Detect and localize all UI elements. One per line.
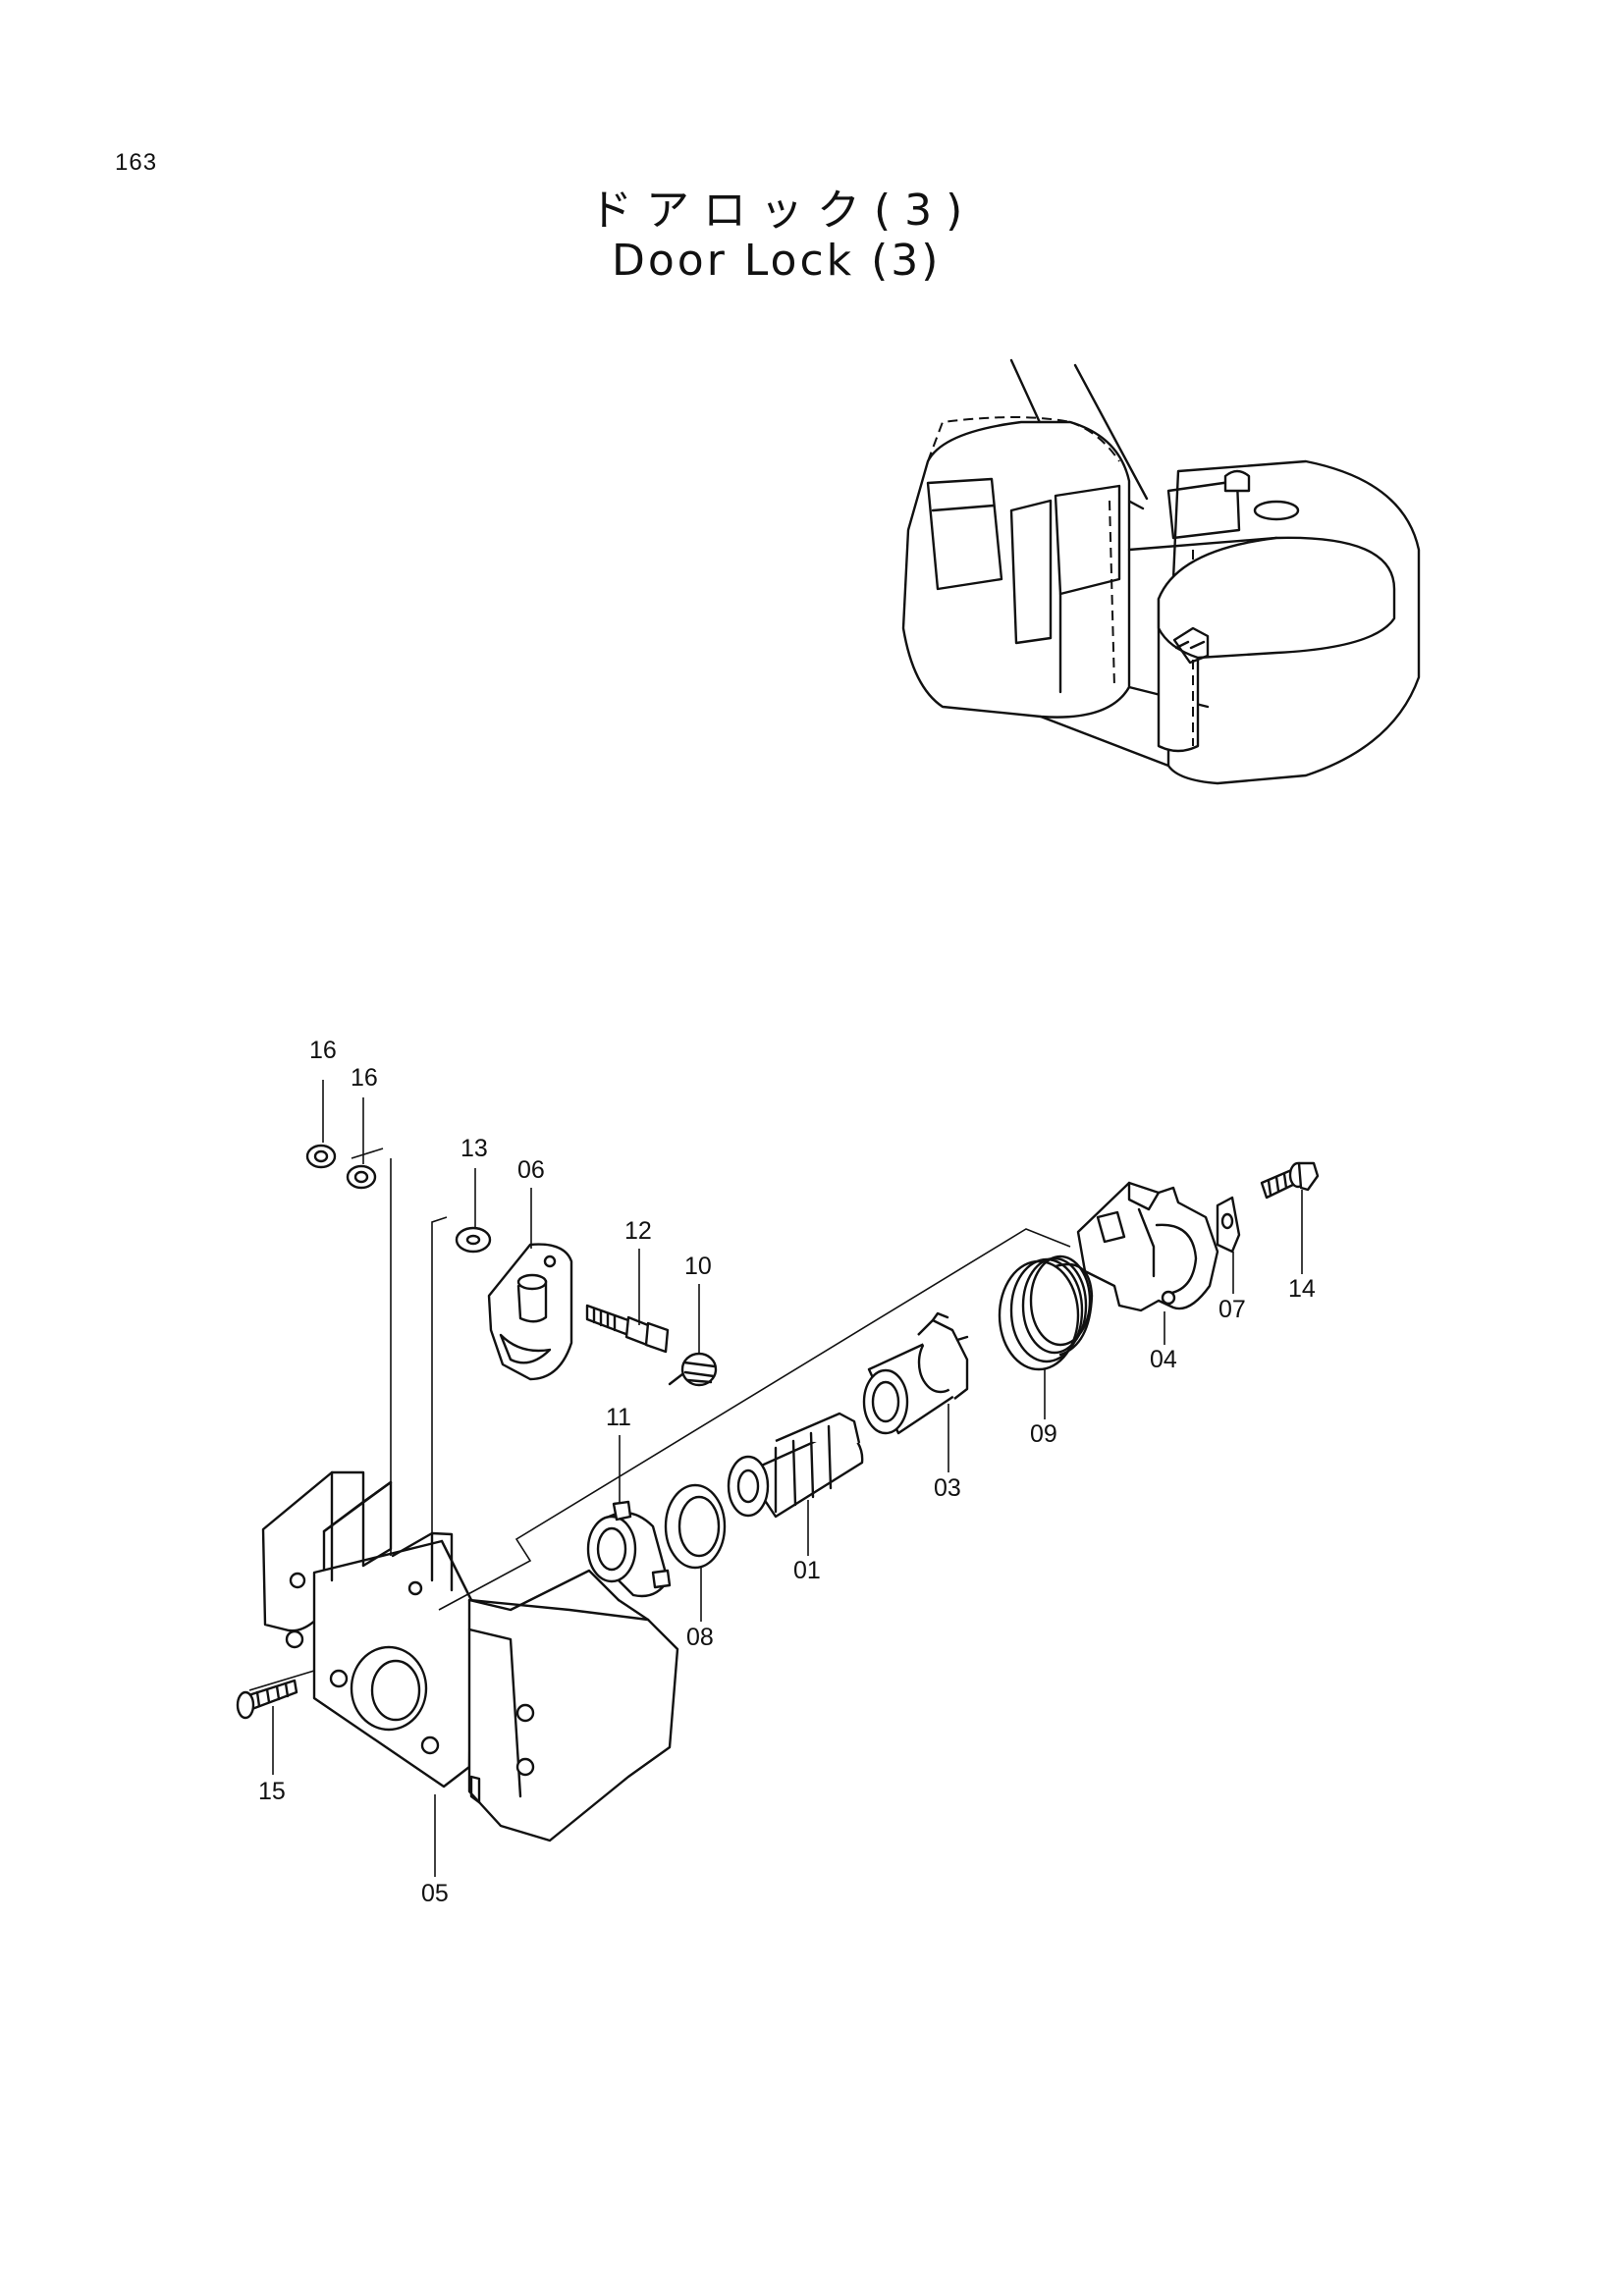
bushing-03 [862, 1311, 969, 1472]
washer-13 [455, 1168, 492, 1254]
nut-16-a [305, 1144, 337, 1169]
callout-05: 05 [421, 1880, 449, 1907]
title-japanese: ドアロック(3) [589, 186, 977, 236]
page-number: 163 [115, 149, 158, 176]
callout-10: 10 [684, 1253, 712, 1280]
callout-04: 04 [1150, 1346, 1177, 1373]
callout-16-a: 16 [309, 1037, 337, 1064]
screw-15 [236, 1679, 298, 1775]
bolt-14 [1260, 1161, 1320, 1274]
callout-16-b: 16 [351, 1064, 378, 1092]
nut-16-b [346, 1164, 377, 1190]
spring-10 [668, 1284, 718, 1387]
callout-03: 03 [934, 1474, 961, 1502]
excavator-overview-illustration [901, 358, 1421, 785]
cam-06 [487, 1188, 573, 1381]
callout-13: 13 [460, 1135, 488, 1162]
callout-09: 09 [1030, 1420, 1057, 1448]
cover-04 [1076, 1181, 1219, 1345]
ring-08 [664, 1483, 727, 1622]
callout-07: 07 [1218, 1296, 1246, 1323]
callout-01: 01 [793, 1557, 821, 1584]
callout-11: 11 [606, 1404, 631, 1431]
callout-14: 14 [1288, 1275, 1316, 1303]
callout-12: 12 [624, 1217, 652, 1245]
coil-spring-09 [998, 1255, 1094, 1419]
nut-11 [586, 1435, 672, 1598]
bolt-12 [585, 1249, 670, 1354]
callout-15: 15 [258, 1778, 286, 1805]
callout-06: 06 [517, 1156, 545, 1184]
key-cylinder-01 [727, 1412, 864, 1556]
plate-07 [1216, 1196, 1241, 1294]
callout-labels: 16 16 13 06 12 10 11 08 01 03 09 04 07 1… [258, 1037, 1316, 1907]
title-english: Door Lock (3) [612, 236, 942, 286]
callout-08: 08 [686, 1624, 714, 1651]
door-lock-assembly [236, 1080, 1320, 1877]
